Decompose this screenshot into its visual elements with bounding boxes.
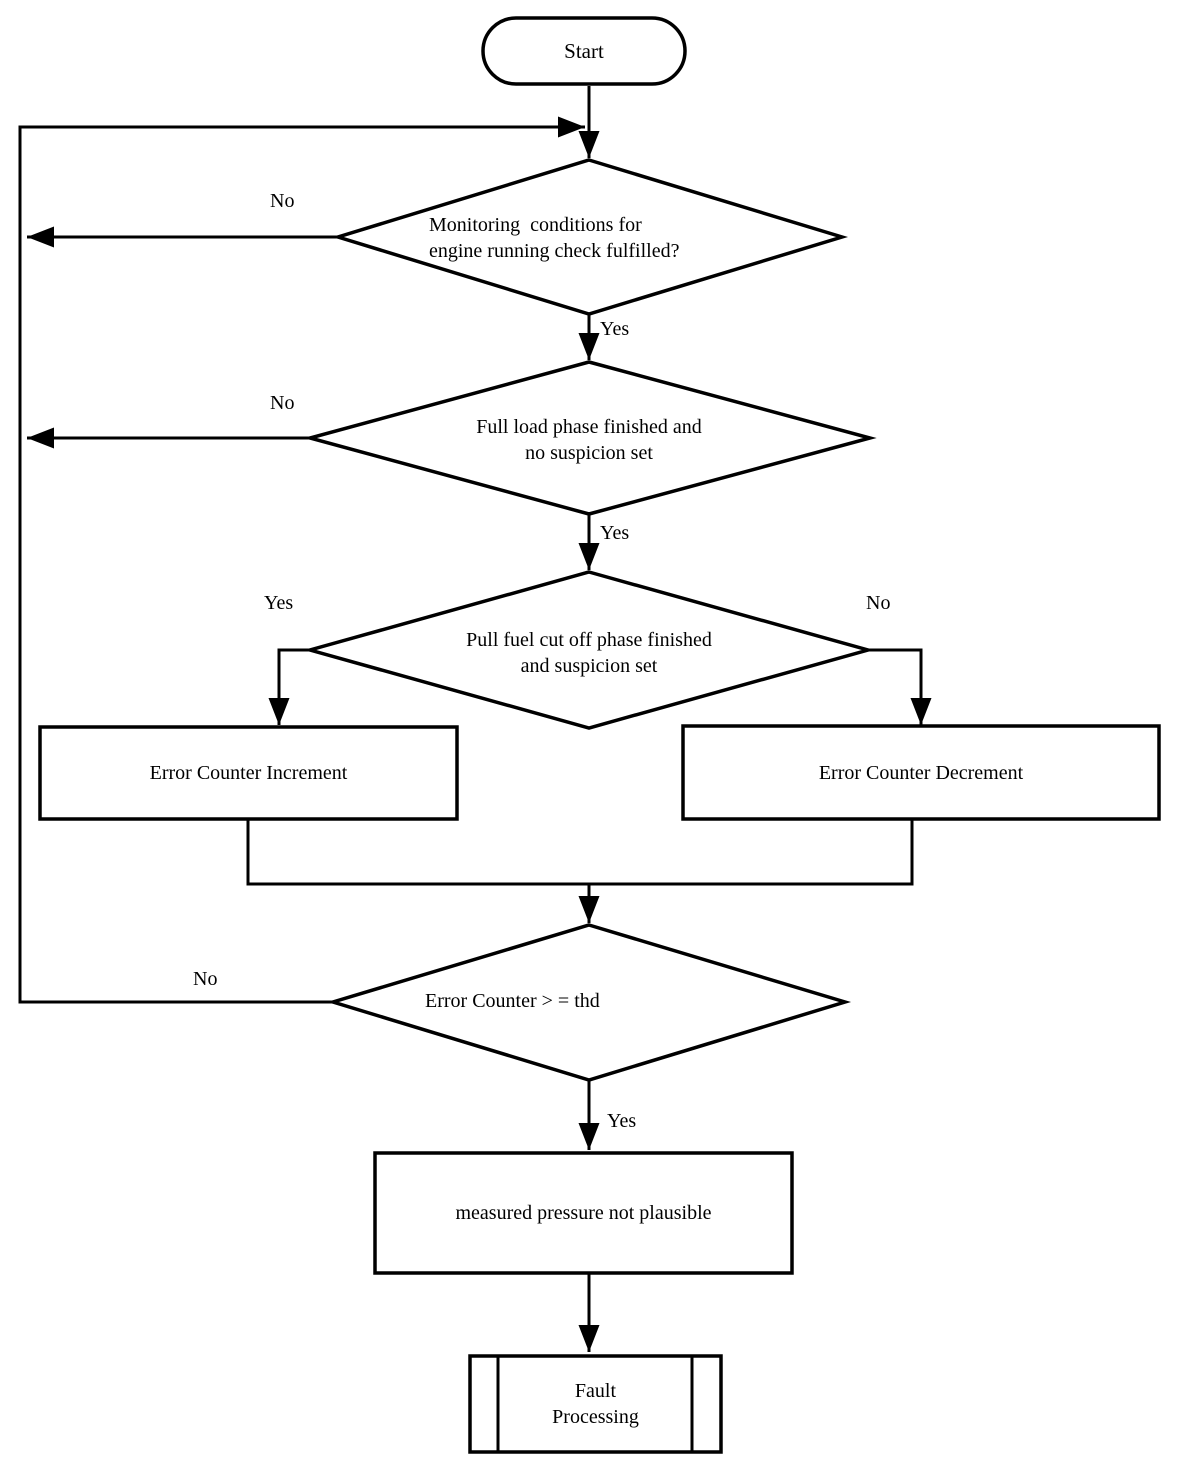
decision2-no-label: No (270, 392, 295, 414)
decision1-label: Monitoring conditions for engine running… (429, 214, 680, 262)
decision4-label: Error Counter > = thd (425, 990, 600, 1012)
fault-processing-shape (468, 1354, 723, 1454)
decision1-shape (332, 158, 849, 316)
decision3-label: Pull fuel cut off phase finished and sus… (466, 629, 712, 677)
decision3-no-label: No (866, 592, 891, 614)
error-counter-decrement-shape (681, 724, 1161, 821)
decision1-no-label: No (270, 190, 295, 212)
start-node-label: Start (564, 39, 604, 63)
connector-merge (246, 819, 914, 886)
decision1-yes-label: Yes (600, 318, 630, 340)
decision2-shape (303, 360, 877, 516)
measured-pressure-shape (373, 1151, 794, 1275)
fault-processing-label: Fault Processing (552, 1380, 639, 1428)
loop-back-connector (18, 116, 585, 1004)
decision4-shape (326, 923, 852, 1082)
decision4-yes-label: Yes (607, 1110, 637, 1132)
error-counter-decrement-label: Error Counter Decrement (818, 761, 1024, 784)
decision2-label: Full load phase finished and no suspicio… (476, 416, 702, 464)
decision4-no-label: No (193, 968, 218, 990)
error-counter-increment-shape (38, 725, 459, 821)
decision2-yes-label: Yes (600, 522, 630, 544)
error-counter-increment-label: Error Counter Increment (149, 762, 348, 784)
connector-decision3-no (868, 648, 932, 725)
decision3-yes-label: Yes (264, 592, 294, 614)
decision3-shape (303, 570, 875, 730)
connector-decision3-yes (268, 648, 310, 725)
measured-pressure-label: measured pressure not plausible (455, 1202, 712, 1224)
start-node-shape (481, 16, 687, 86)
